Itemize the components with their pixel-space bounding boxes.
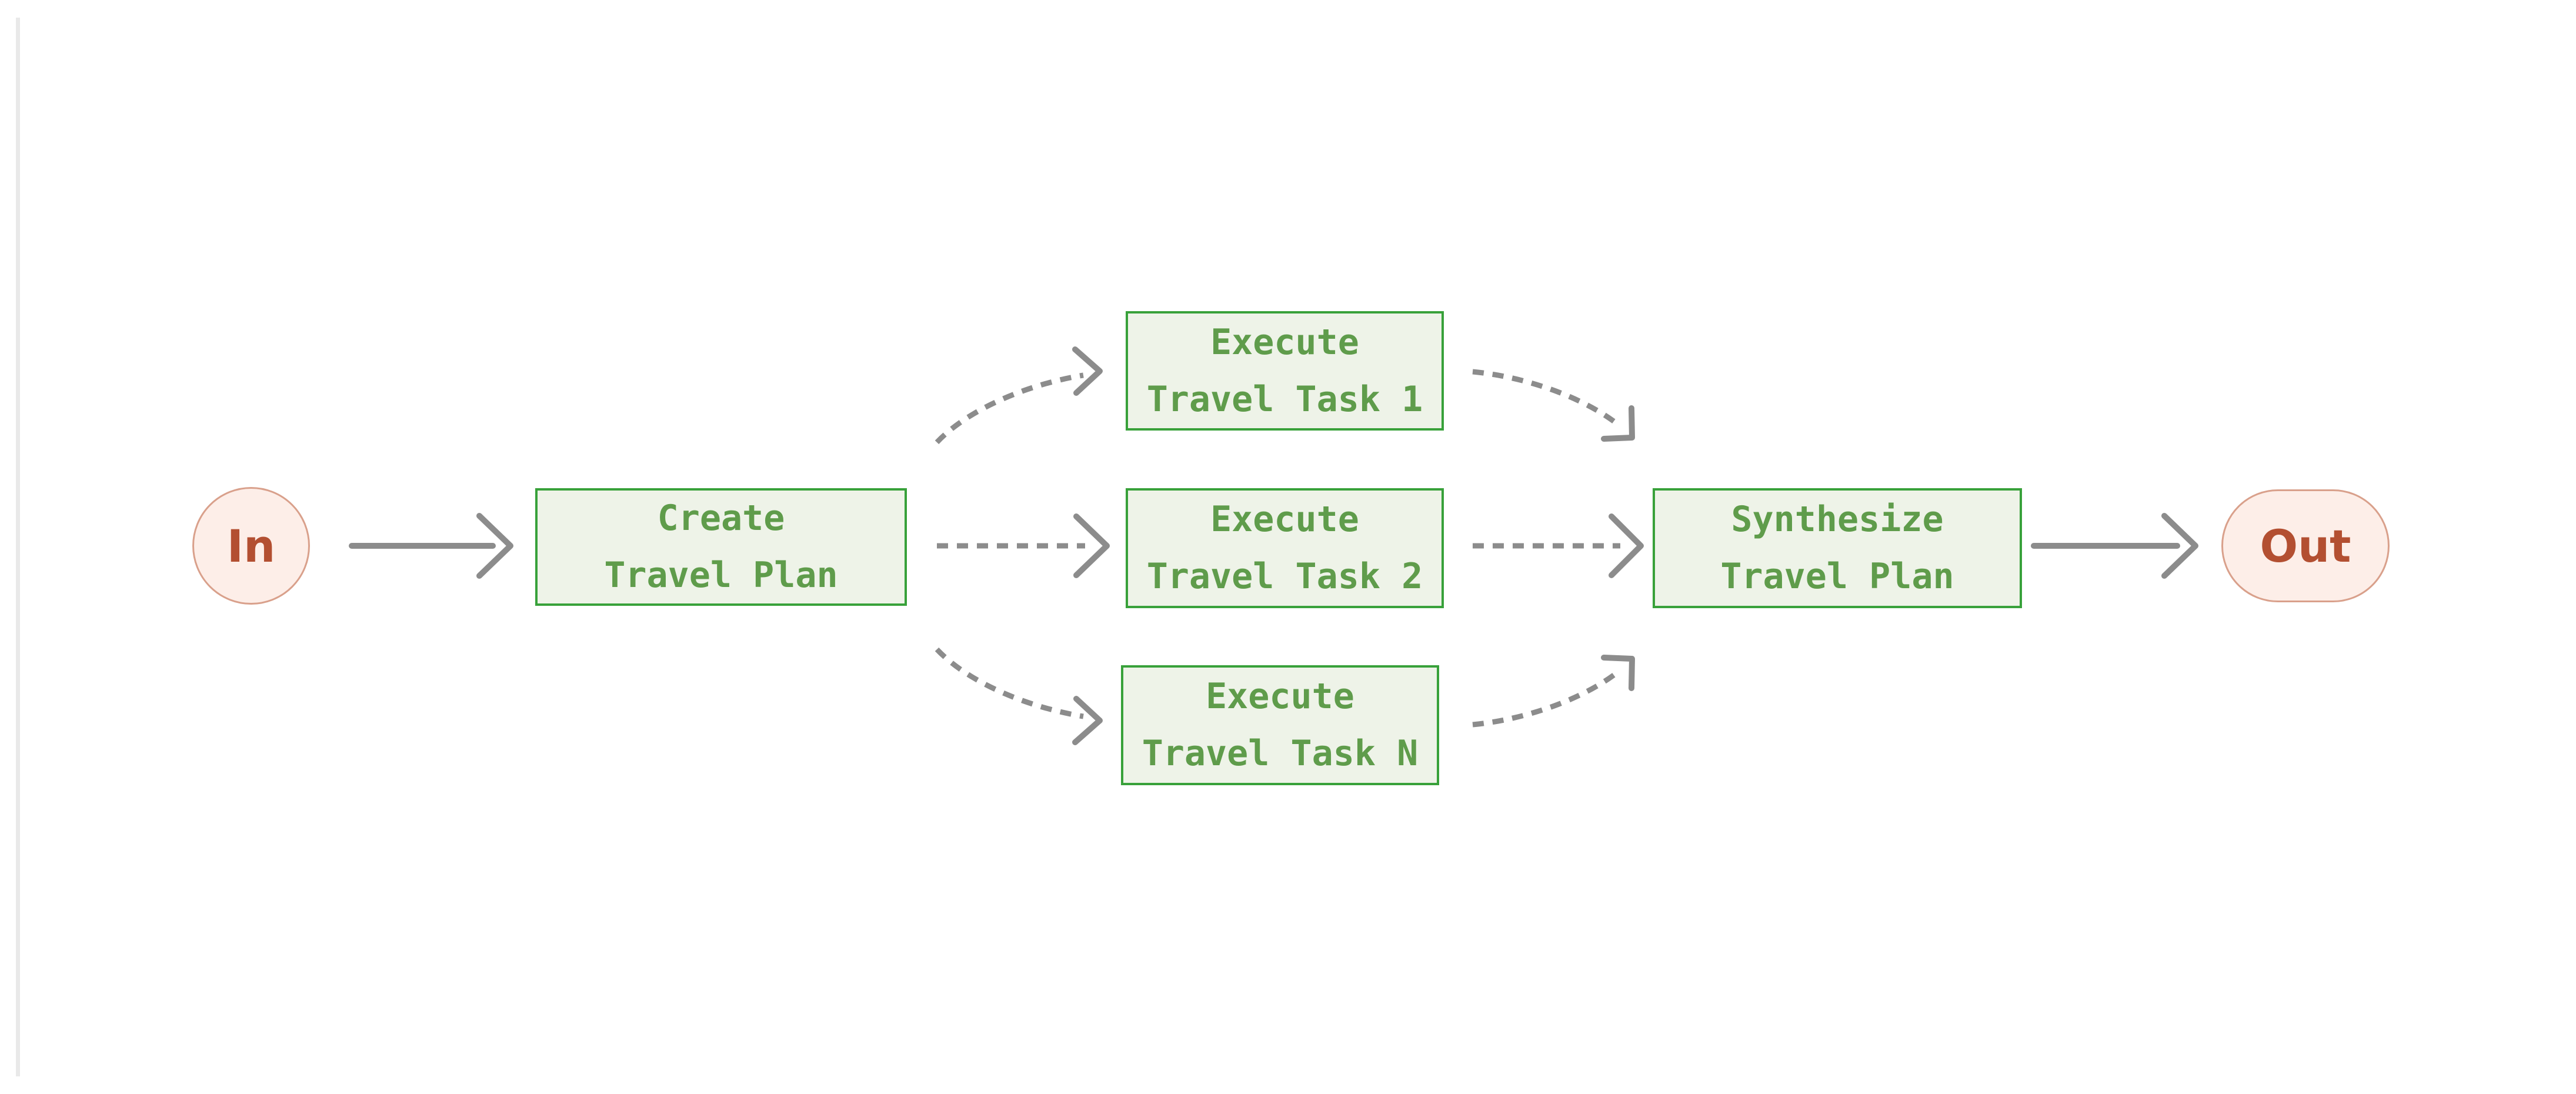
node-create-label-line1: Create [657, 498, 785, 539]
arrowhead-create-task1 [1072, 346, 1103, 396]
node-out: Out [2221, 489, 2390, 602]
node-execute-travel-task-1: Execute Travel Task 1 [1126, 311, 1444, 431]
arrowhead-create-taskn [1072, 696, 1103, 745]
node-taskn-label-line2: Travel Task N [1142, 733, 1419, 774]
node-execute-travel-task-2: Execute Travel Task 2 [1126, 488, 1444, 608]
edge-task1-synthesize [1472, 369, 1621, 428]
arrowhead-in-create [476, 513, 513, 579]
arrowhead-task1-synthesize [1601, 405, 1635, 442]
node-taskn-label-line1: Execute [1206, 676, 1354, 717]
node-task1-label-line1: Execute [1210, 321, 1359, 363]
node-in-label: In [226, 519, 276, 572]
node-synthesize-label-line2: Travel Plan [1720, 556, 1954, 597]
arrowhead-create-task2 [1073, 513, 1110, 578]
node-synthesize-travel-plan: Synthesize Travel Plan [1653, 488, 2022, 608]
node-execute-travel-task-n: Execute Travel Task N [1121, 665, 1439, 785]
arrowhead-task2-synthesize [1609, 513, 1644, 578]
node-in: In [192, 487, 310, 605]
node-out-label: Out [2260, 519, 2351, 572]
edge-taskn-synthesize [1472, 668, 1621, 728]
edge-create-task1 [935, 372, 1084, 445]
node-task2-label-line2: Travel Task 2 [1146, 556, 1423, 597]
edge-create-taskn [935, 647, 1084, 719]
node-synthesize-label-line1: Synthesize [1731, 499, 1944, 540]
node-create-label-line2: Travel Plan [604, 555, 838, 596]
node-task1-label-line2: Travel Task 1 [1146, 378, 1423, 420]
arrowhead-synthesize-out [2161, 513, 2198, 579]
arrowhead-taskn-synthesize [1601, 655, 1635, 691]
left-divider-line [16, 18, 20, 1076]
node-create-travel-plan: Create Travel Plan [535, 488, 907, 606]
node-task2-label-line1: Execute [1210, 499, 1359, 540]
